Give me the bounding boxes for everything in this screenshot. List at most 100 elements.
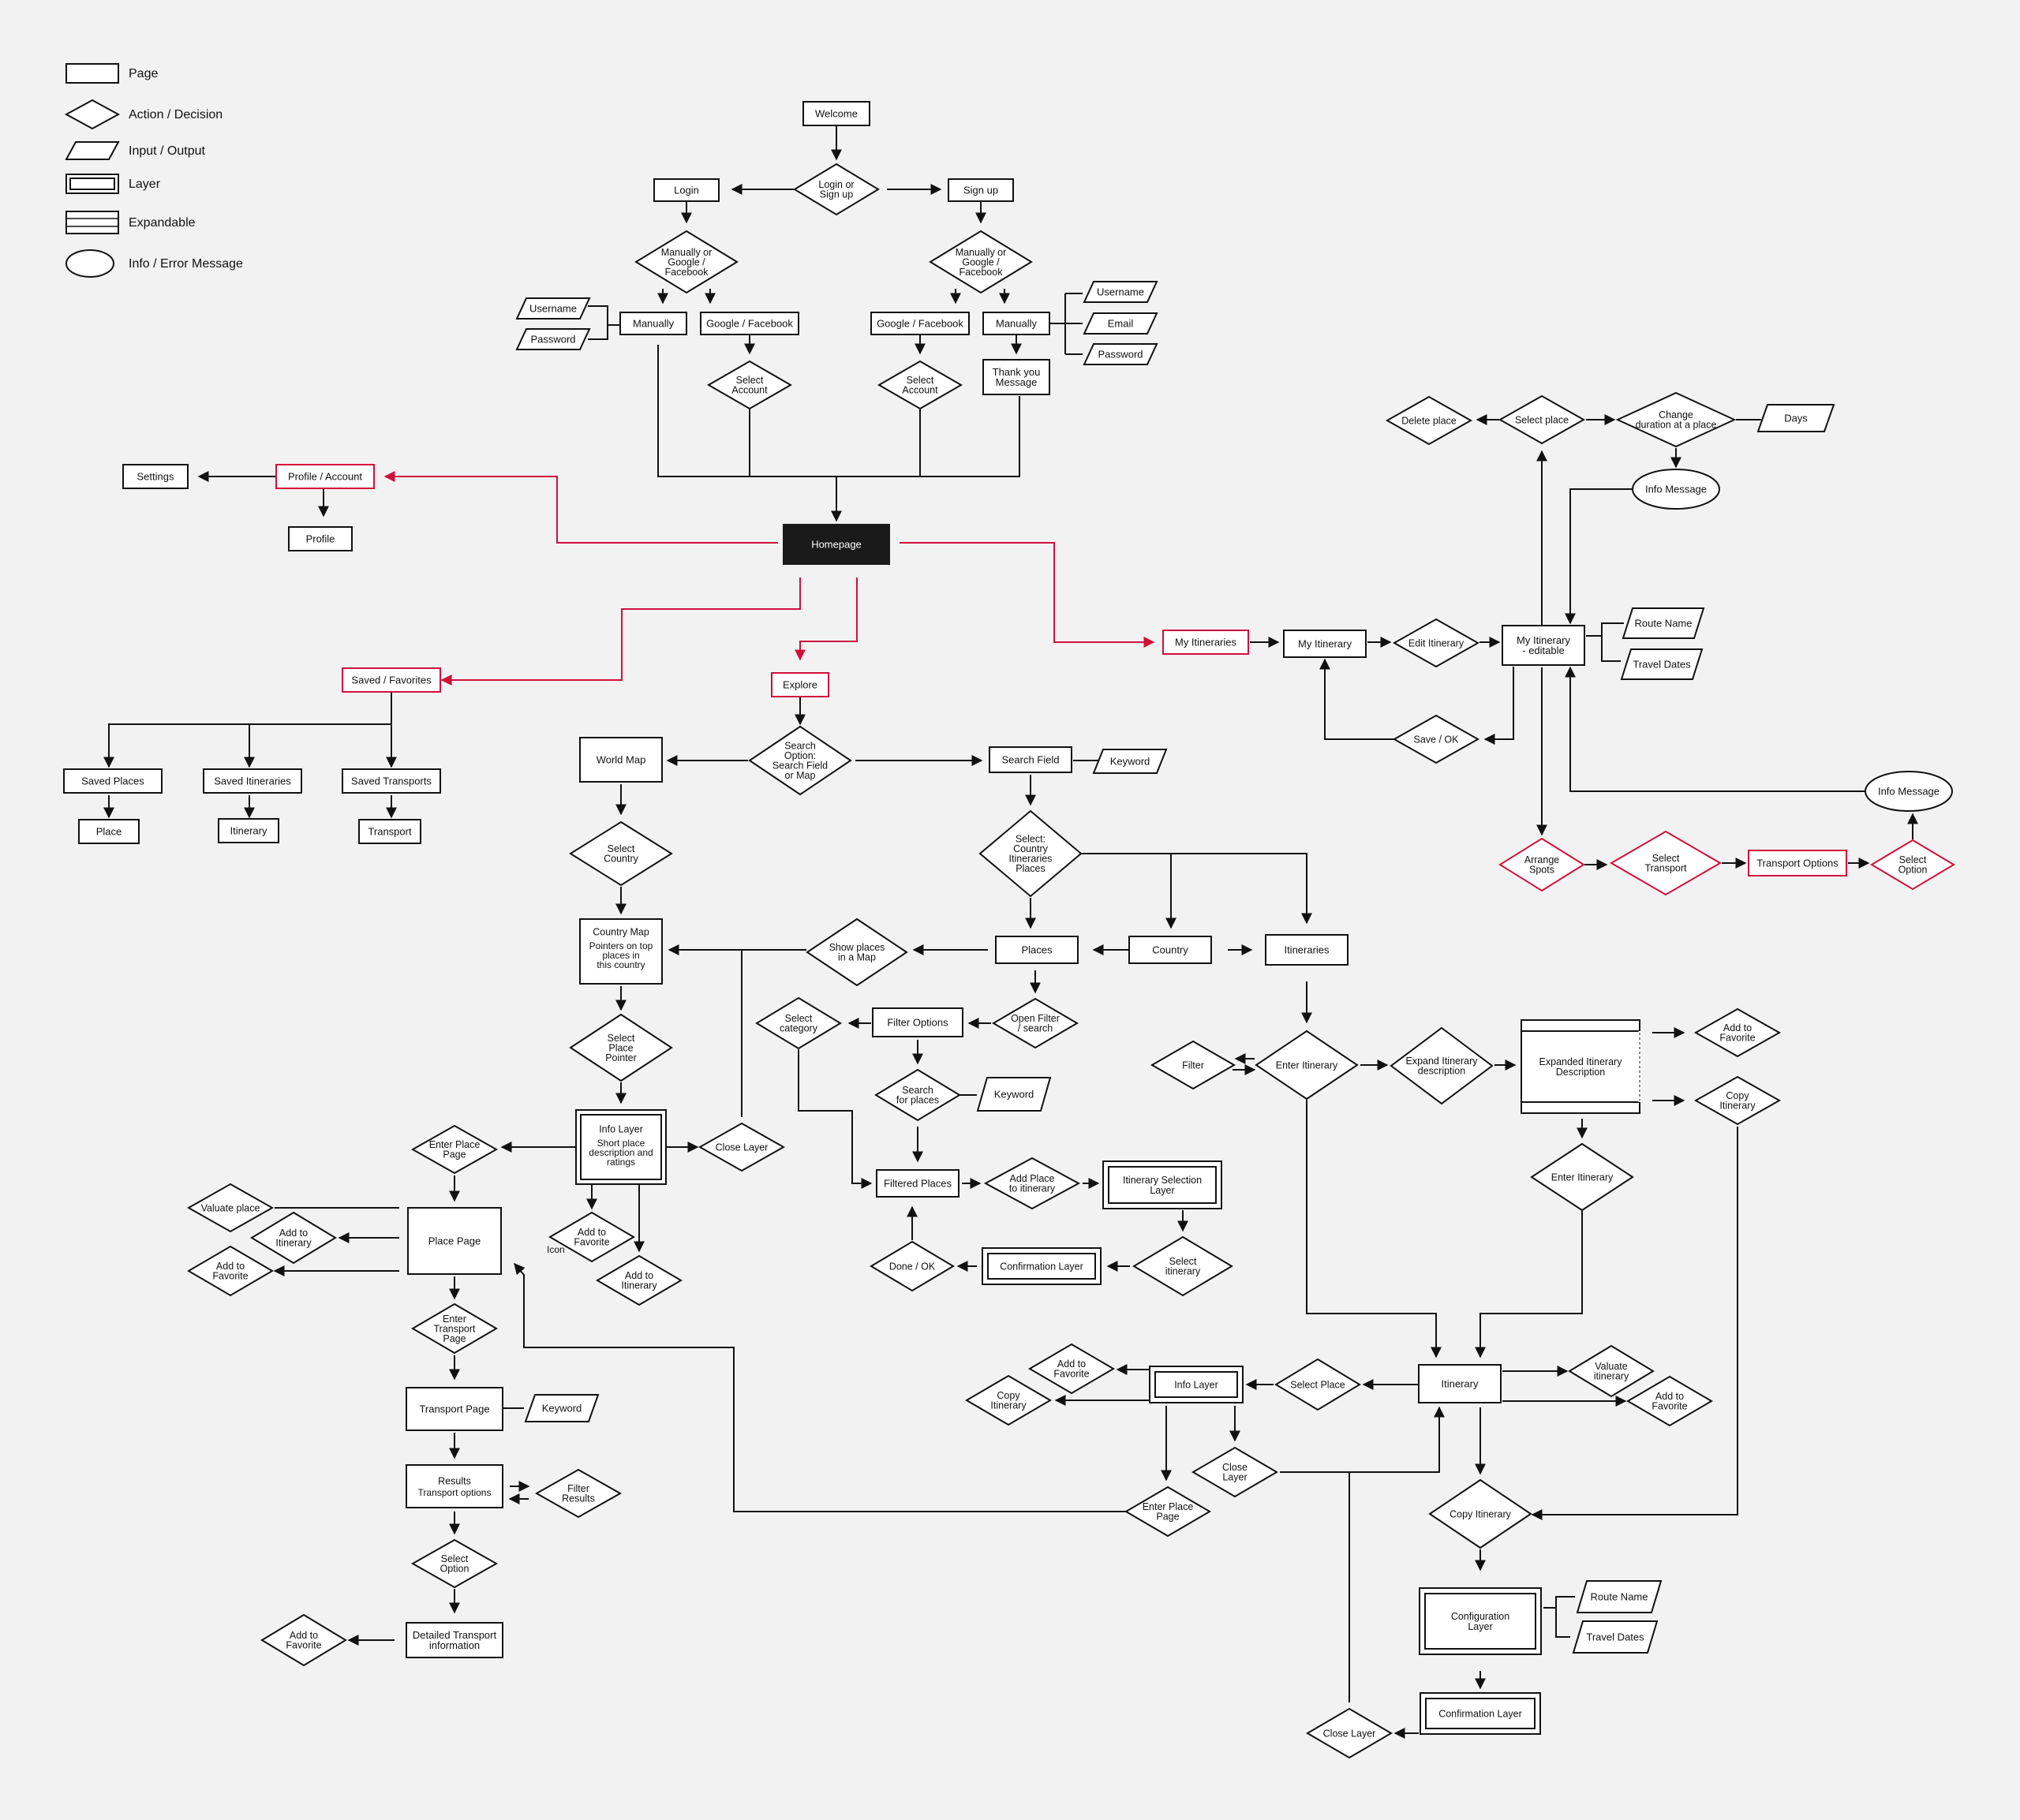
svg-text:Info Message: Info Message xyxy=(1645,484,1707,495)
svg-text:Itineraries: Itineraries xyxy=(1284,944,1330,956)
connectors xyxy=(103,126,1918,1739)
node-save-ok: Save / OK xyxy=(1392,714,1480,764)
node-saved-places: Saved Places xyxy=(63,768,163,794)
node-transport-page: Transport Page xyxy=(406,1387,503,1431)
svg-text:Select Place: Select Place xyxy=(1290,1379,1345,1390)
svg-text:Edit Itinerary: Edit Itinerary xyxy=(1408,637,1464,648)
node-login: Login xyxy=(653,178,720,202)
svg-text:Filter: Filter xyxy=(1182,1059,1204,1071)
svg-text:Keyword: Keyword xyxy=(1110,756,1150,768)
node-enter-itinerary-mid: Enter Itinerary xyxy=(1530,1142,1634,1212)
svg-text:Itinerary: Itinerary xyxy=(230,825,267,837)
svg-text:Results: Results xyxy=(438,1475,471,1486)
svg-text:Close Layer: Close Layer xyxy=(716,1142,769,1153)
node-select-place-top: Select place xyxy=(1498,394,1586,445)
connector xyxy=(1531,1127,1738,1520)
svg-text:Explore: Explore xyxy=(783,679,817,691)
node-profile: Profile xyxy=(288,526,353,551)
node-homepage: Homepage xyxy=(783,524,890,565)
connector xyxy=(1565,488,1632,625)
svg-text:Password: Password xyxy=(530,334,575,346)
country-map-title: Country Map xyxy=(593,926,649,937)
node-close-layer-mid: Close Layer xyxy=(698,1122,786,1172)
svg-text:Itinerary: Itinerary xyxy=(1442,1378,1479,1390)
node-signup-password: Password xyxy=(1083,343,1158,365)
connector xyxy=(1081,853,1312,925)
svg-text:World Map: World Map xyxy=(597,754,646,766)
svg-text:Valuate place: Valuate place xyxy=(201,1202,260,1213)
node-login-google: Google / Facebook xyxy=(700,312,799,335)
node-info-message-right: Info Message xyxy=(1865,771,1953,812)
legend-label: Input / Output xyxy=(129,144,206,158)
node-days: Days xyxy=(1756,404,1835,432)
svg-text:Keyword: Keyword xyxy=(542,1403,582,1415)
svg-text:Route Name: Route Name xyxy=(1635,618,1693,630)
svg-text:Enter Itinerary: Enter Itinerary xyxy=(1551,1172,1614,1183)
node-country: Country xyxy=(1128,936,1212,964)
node-login-username: Username xyxy=(515,297,591,320)
svg-text:Place: Place xyxy=(96,826,122,838)
node-filter-options: Filter Options xyxy=(872,1007,963,1037)
node-my-itinerary-editable: My Itinerary- editable xyxy=(1502,625,1585,666)
node-confirmation-layer-bottom: Confirmation Layer xyxy=(1420,1692,1541,1735)
svg-text:Search Field: Search Field xyxy=(1002,754,1060,766)
node-signup-google: Google / Facebook xyxy=(870,312,970,335)
svg-text:Google / Facebook: Google / Facebook xyxy=(706,318,793,330)
node-route-name-top: Route Name xyxy=(1622,607,1705,639)
connector xyxy=(588,305,620,326)
svg-text:Saved / Favorites: Saved / Favorites xyxy=(351,675,432,686)
connector xyxy=(383,471,778,544)
svg-text:Transport Page: Transport Page xyxy=(419,1403,489,1415)
connector xyxy=(1601,636,1621,662)
connector xyxy=(1306,1100,1442,1358)
node-saved-itineraries: Saved Itineraries xyxy=(203,768,302,794)
node-edit-itinerary: Edit Itinerary xyxy=(1392,618,1480,668)
node-done-ok: Done / OK xyxy=(870,1240,955,1292)
node-my-itineraries: My Itineraries xyxy=(1162,630,1249,655)
svg-text:Keyword: Keyword xyxy=(994,1089,1034,1101)
node-confirmation-layer-mid: Confirmation Layer xyxy=(982,1247,1102,1285)
svg-text:Delete place: Delete place xyxy=(1401,415,1457,426)
svg-text:Open Filter/ search: Open Filter/ search xyxy=(1011,1013,1060,1034)
node-keyword-search: Keyword xyxy=(1092,749,1168,774)
node-saved-transports: Saved Transports xyxy=(342,768,441,794)
legend-label: Page xyxy=(129,67,158,80)
svg-text:Confirmation Layer: Confirmation Layer xyxy=(1438,1708,1522,1719)
svg-text:Transport: Transport xyxy=(368,826,412,838)
svg-text:Saved Transports: Saved Transports xyxy=(351,775,432,787)
node-info-layer-bottom: Info Layer xyxy=(1149,1366,1244,1403)
svg-text:Settings: Settings xyxy=(137,471,174,483)
